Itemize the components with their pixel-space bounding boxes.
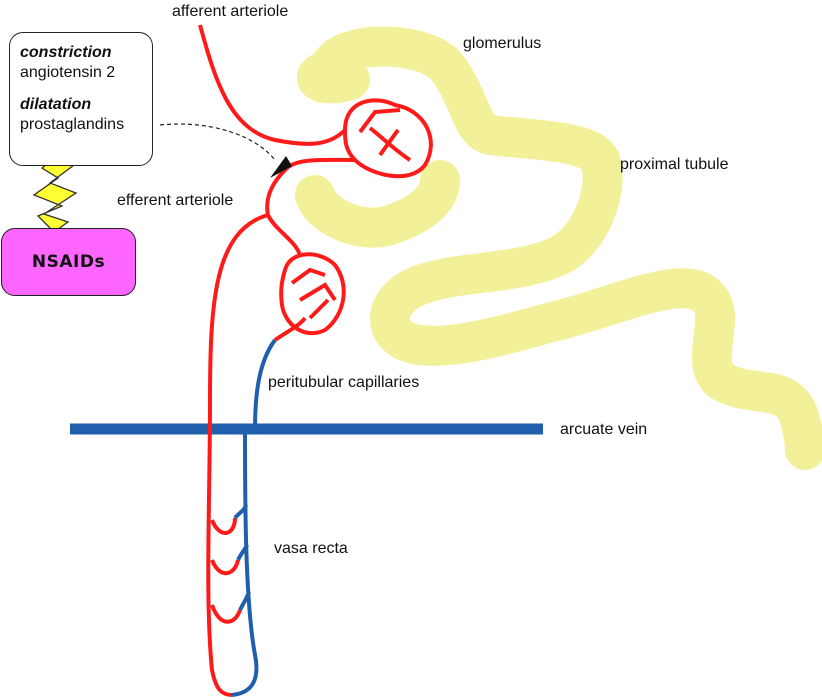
arrow-head-icon — [270, 156, 292, 178]
label-proximal-tubule: proximal tubule — [620, 156, 729, 173]
dashed-arrow-line — [159, 123, 276, 161]
constriction-heading: constriction — [20, 44, 112, 61]
ascending-vessel — [231, 428, 259, 697]
label-glomerulus: glomerulus — [463, 35, 542, 52]
connector-red-blue — [273, 316, 307, 342]
tubule-bowman-cup — [295, 50, 460, 248]
label-vasa-recta: vasa recta — [274, 540, 348, 557]
afferent-arteriole-vessel — [198, 24, 347, 146]
label-peritubular-capillaries: peritubular capillaries — [268, 374, 420, 391]
constriction-agent: angiotensin 2 — [20, 64, 116, 81]
label-arcuate-vein: arcuate vein — [560, 421, 648, 438]
label-afferent-arteriole: afferent arteriole — [172, 3, 289, 20]
lightning-bolt-icon — [32, 154, 78, 233]
descending-vessel-outer — [206, 213, 269, 697]
label-efferent-arteriole: efferent arteriole — [117, 192, 234, 209]
nsaids-box: NSAIDs — [1, 228, 136, 296]
peritubular-capillaries-vessel — [253, 338, 277, 430]
glomerulus-capillaries — [342, 98, 433, 179]
info-spacer — [20, 83, 152, 95]
dilatation-agent: prostaglandins — [20, 116, 125, 133]
proximal-tubule-shape — [310, 26, 822, 470]
efferent-arteriole-vessel — [265, 157, 356, 256]
dilatation-heading: dilatation — [20, 96, 92, 113]
regulation-info-box: constriction angiotensin 2 dilatation pr… — [9, 32, 153, 166]
peritubular-capillary-ball — [279, 252, 346, 336]
nsaids-box-fill — [1, 228, 136, 296]
vasa-recta-loops — [210, 504, 251, 624]
